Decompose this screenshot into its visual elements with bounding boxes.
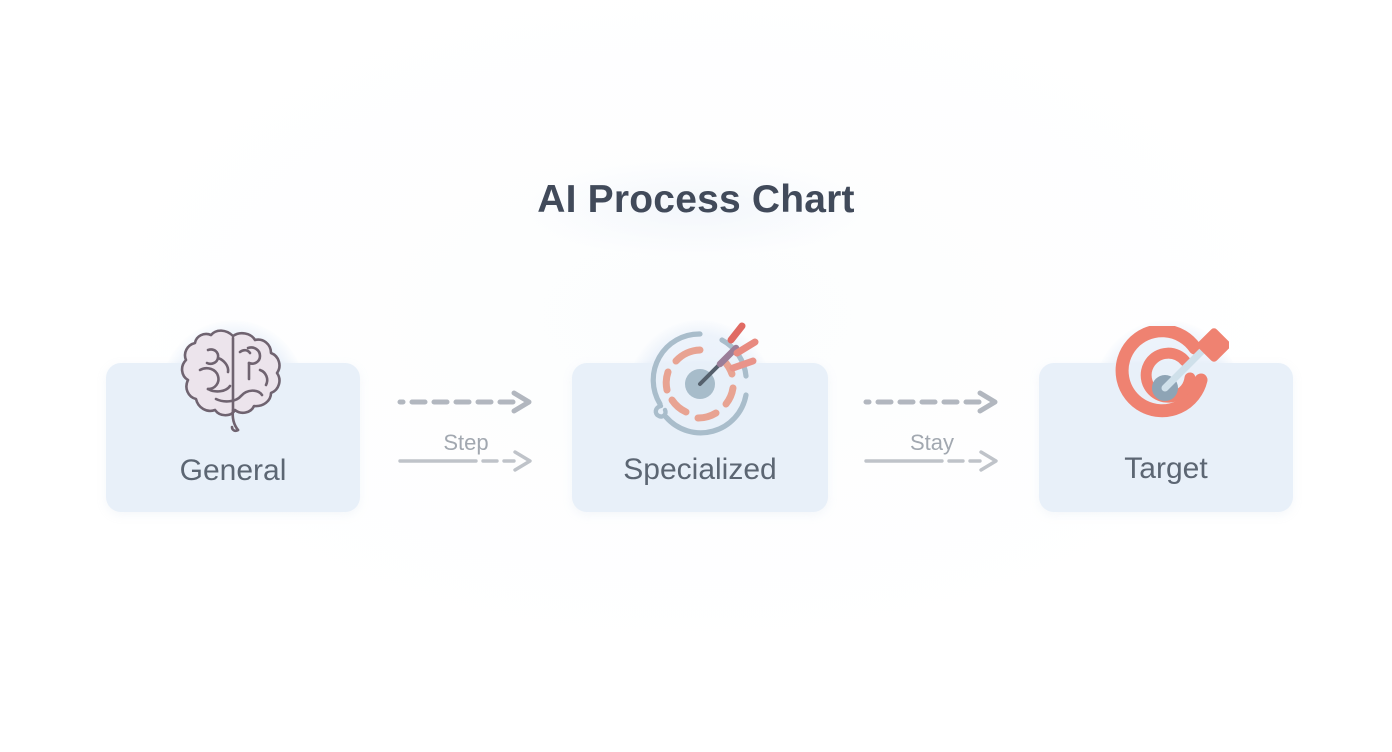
- node-label: Target: [1124, 452, 1208, 485]
- page-title: AI Process Chart: [537, 178, 855, 221]
- node-general[interactable]: General: [106, 320, 360, 516]
- edge-label: Stay: [909, 430, 955, 455]
- target-icon: [1109, 324, 1231, 442]
- connector-arrows: [397, 390, 532, 472]
- gauge-icon: [636, 320, 764, 446]
- brain-icon: [174, 322, 292, 440]
- node-label: Specialized: [623, 453, 777, 486]
- edge-label: Step: [443, 430, 489, 455]
- title-glow: [525, 160, 865, 256]
- connector-general-to-specialized: Step: [396, 388, 536, 476]
- node-label: General: [179, 454, 287, 487]
- node-specialized[interactable]: Specialized: [572, 320, 828, 516]
- connector-arrows: [863, 390, 998, 472]
- connector-specialized-to-target: Stay: [862, 388, 1002, 476]
- node-target[interactable]: Target: [1039, 320, 1293, 516]
